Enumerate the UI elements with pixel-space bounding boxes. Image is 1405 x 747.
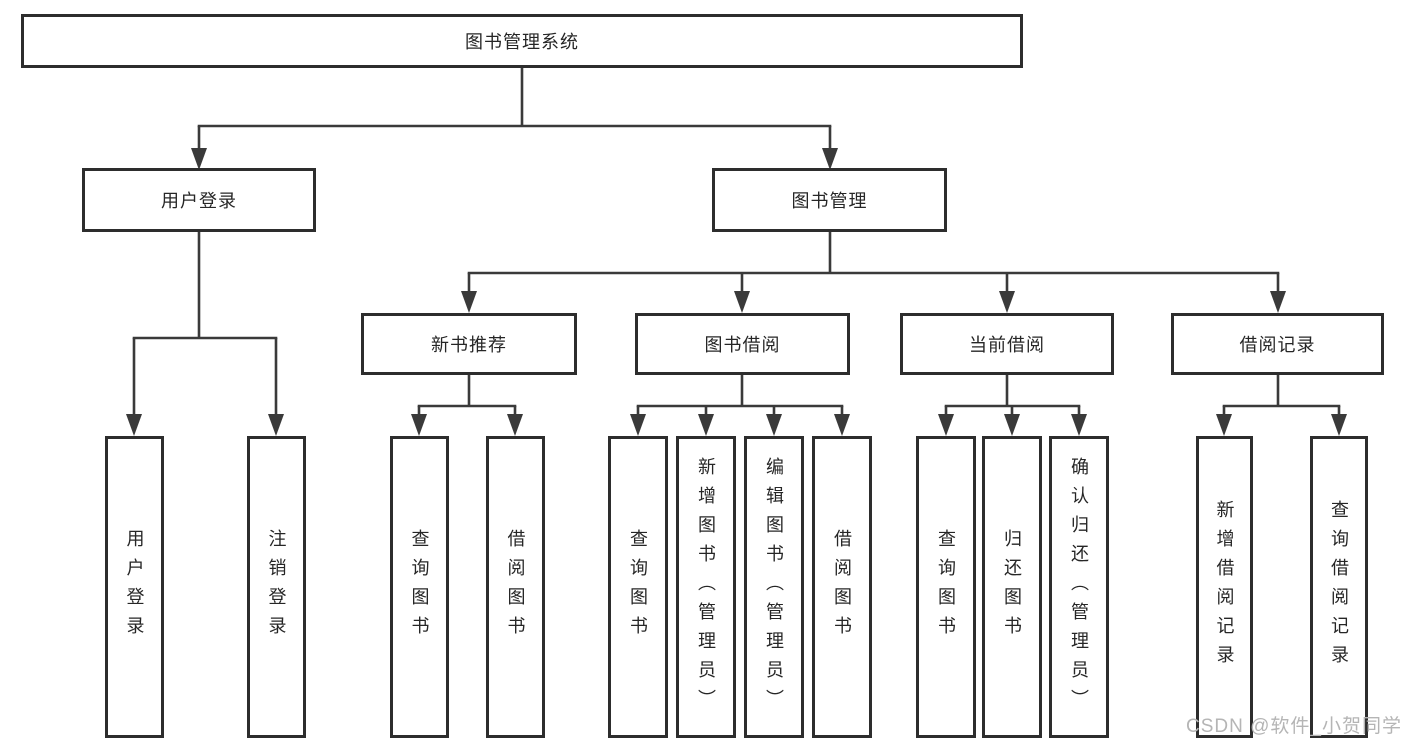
csdn-watermark: CSDN @软件_小贺同学 bbox=[1186, 716, 1402, 737]
node-user-login: 用户登录 bbox=[82, 168, 316, 232]
node-book-borrow: 图书借阅 bbox=[635, 313, 850, 375]
node-label: 查询图书 bbox=[409, 529, 430, 645]
leaf-borrow-books-recommend: 借阅图书 bbox=[486, 436, 545, 738]
leaf-query-books-borrow: 查询图书 bbox=[608, 436, 668, 738]
node-book-management: 图书管理 bbox=[712, 168, 947, 232]
node-label: 借阅图书 bbox=[832, 529, 852, 645]
arrowheads bbox=[126, 148, 1347, 436]
node-label: 新增图书（管理员） bbox=[696, 456, 716, 718]
leaf-logout: 注销登录 bbox=[247, 436, 306, 738]
node-label: 确认归还（管理员） bbox=[1069, 456, 1089, 718]
node-label: 用户登录 bbox=[124, 529, 145, 645]
node-borrow-records: 借阅记录 bbox=[1171, 313, 1384, 375]
leaf-add-borrow-record: 新增借阅记录 bbox=[1196, 436, 1253, 738]
node-label: 图书借阅 bbox=[704, 335, 781, 355]
leaf-add-books-admin: 新增图书（管理员） bbox=[676, 436, 736, 738]
node-new-book-recommend: 新书推荐 bbox=[361, 313, 577, 375]
node-label: 查询借阅记录 bbox=[1329, 500, 1349, 674]
node-label: 归还图书 bbox=[1002, 529, 1022, 645]
node-label: 借阅图书 bbox=[505, 529, 526, 645]
node-root: 图书管理系统 bbox=[21, 14, 1023, 68]
node-label: 新增借阅记录 bbox=[1214, 500, 1235, 674]
node-label: 借阅记录 bbox=[1239, 335, 1316, 355]
node-label: 图书管理 bbox=[791, 191, 868, 211]
leaf-confirm-return-admin: 确认归还（管理员） bbox=[1049, 436, 1109, 738]
leaf-query-books-current: 查询图书 bbox=[916, 436, 976, 738]
node-label: 当前借阅 bbox=[969, 335, 1045, 355]
leaf-user-login: 用户登录 bbox=[105, 436, 164, 738]
node-label: 编辑图书（管理员） bbox=[764, 456, 784, 718]
leaf-query-books-recommend: 查询图书 bbox=[390, 436, 449, 738]
node-label: 查询图书 bbox=[628, 529, 648, 645]
leaf-query-borrow-record: 查询借阅记录 bbox=[1310, 436, 1368, 738]
node-label: 图书管理系统 bbox=[465, 32, 579, 52]
node-label: 注销登录 bbox=[266, 529, 287, 645]
node-label: 用户登录 bbox=[161, 191, 237, 211]
leaf-return-books: 归还图书 bbox=[982, 436, 1042, 738]
node-label: 查询图书 bbox=[936, 529, 956, 645]
leaf-borrow-books: 借阅图书 bbox=[812, 436, 872, 738]
leaf-edit-books-admin: 编辑图书（管理员） bbox=[744, 436, 804, 738]
node-current-borrow: 当前借阅 bbox=[900, 313, 1114, 375]
node-label: 新书推荐 bbox=[431, 335, 507, 355]
